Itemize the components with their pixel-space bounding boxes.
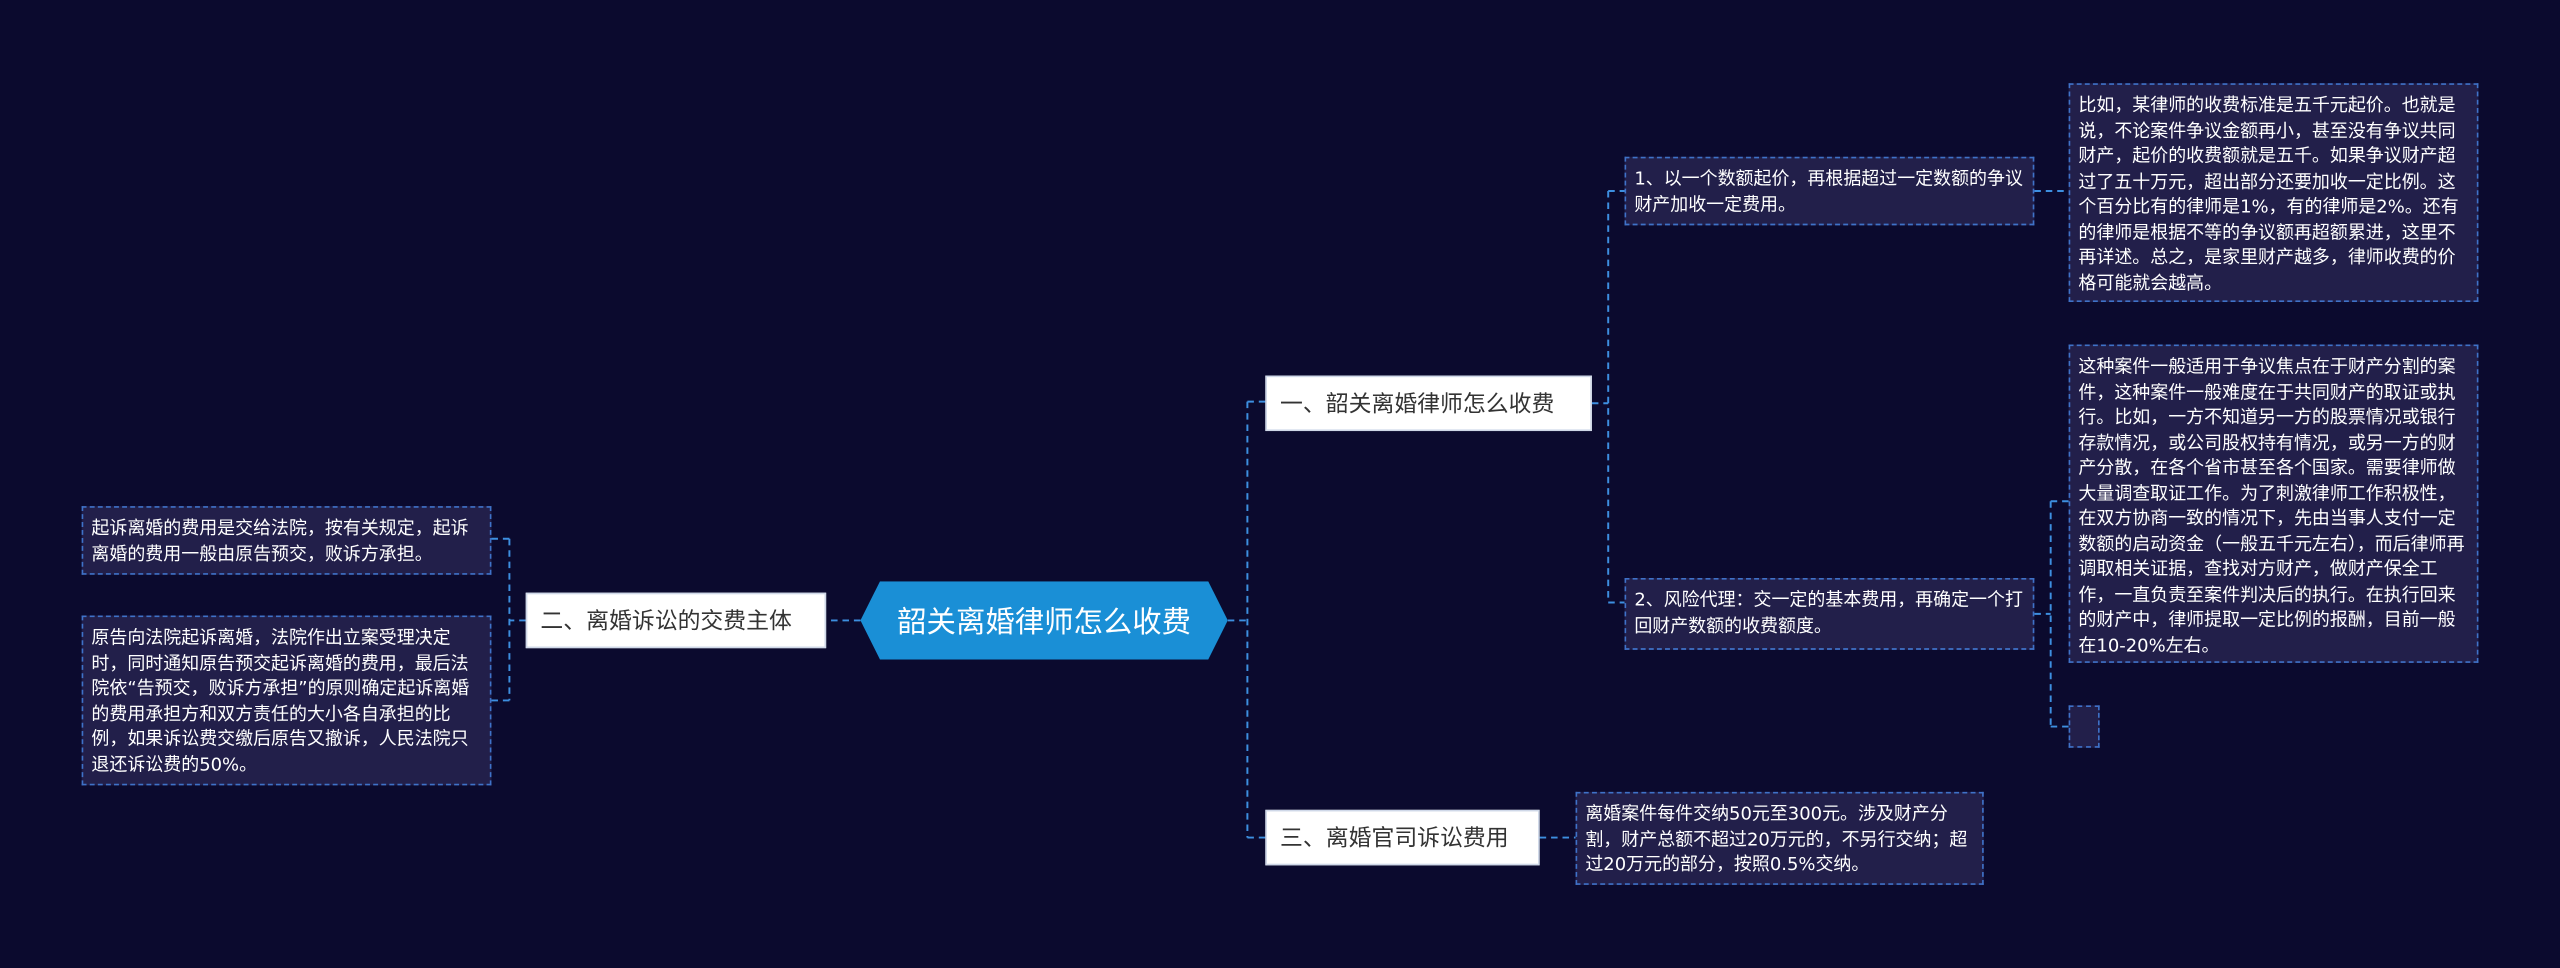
branch-litigation-fees[interactable]: 三、离婚官司诉讼费用	[1265, 809, 1540, 866]
leaf-fee-method-2[interactable]: 2、风险代理：交一定的基本费用，再确定一个打回财产数额的收费额度。	[1624, 577, 2035, 650]
leaf-fee-method-1[interactable]: 1、以一个数额起价，再根据超过一定数额的争议财产加收一定费用。	[1624, 156, 2035, 226]
edge-branch1	[1591, 190, 1625, 604]
root-topic[interactable]: 韶关离婚律师怎么收费	[860, 581, 1227, 659]
branch-lawyer-fees[interactable]: 一、韶关离婚律师怎么收费	[1265, 375, 1592, 432]
edge-root-right	[1227, 400, 1266, 839]
edge-left-leaves	[491, 537, 526, 702]
leaf-empty[interactable]	[2068, 705, 2100, 748]
branch-fee-payer[interactable]: 二、离婚诉讼的交费主体	[525, 592, 827, 649]
leaf-fee-method-2-detail[interactable]: 这种案件一般适用于争议焦点在于财产分割的案件，这种案件一般难度在于共同财产的取证…	[2068, 344, 2479, 663]
leaf-fee-method-1-detail[interactable]: 比如，某律师的收费标准是五千元起价。也就是说，不论案件争议金额再小，甚至没有争议…	[2068, 83, 2479, 303]
edge-method2	[2034, 500, 2069, 728]
leaf-payer-detail[interactable]: 原告向法院起诉离婚，法院作出立案受理决定时，同时通知原告预交起诉离婚的费用，最后…	[81, 615, 492, 786]
leaf-payer-rule[interactable]: 起诉离婚的费用是交给法院，按有关规定，起诉离婚的费用一般由原告预交，败诉方承担。	[81, 506, 492, 575]
leaf-litigation-fee[interactable]: 离婚案件每件交纳50元至300元。涉及财产分割，财产总额不超过20万元的，不另行…	[1575, 791, 1984, 885]
